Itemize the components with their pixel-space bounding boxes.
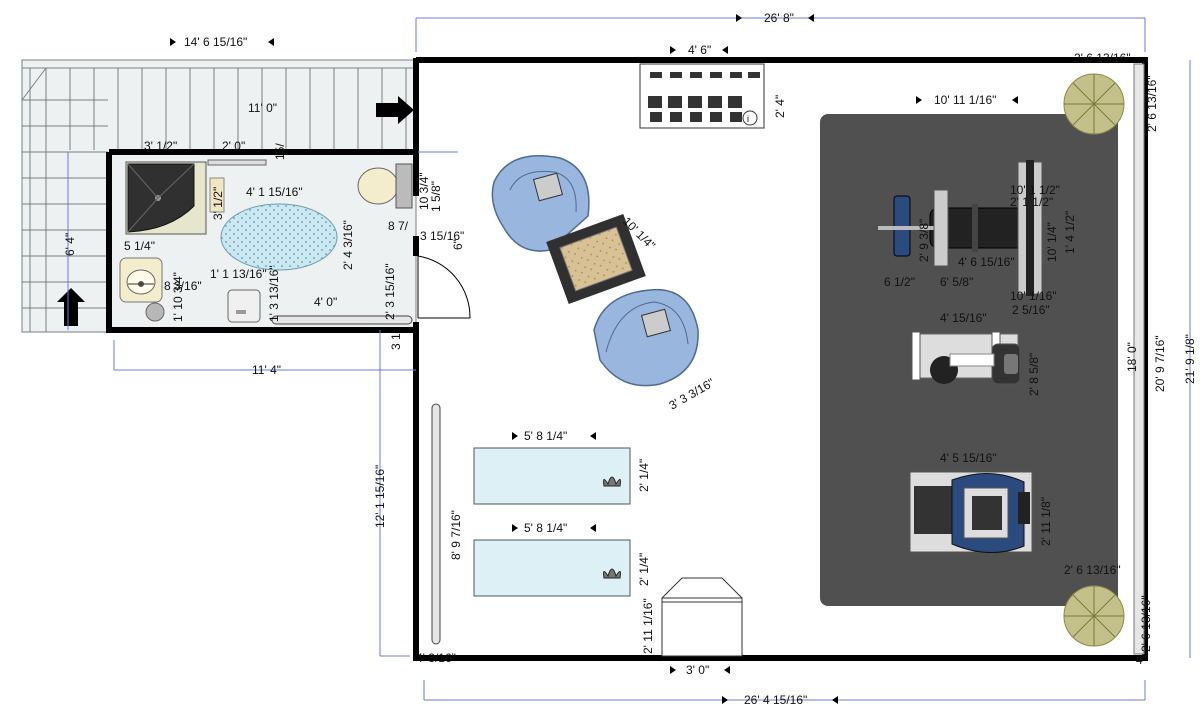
rack-info-icon[interactable]: i	[747, 114, 749, 124]
dim-door-depth: 2' 11 1/16"	[641, 598, 655, 654]
staircase	[21, 59, 417, 333]
bath-rug	[220, 203, 338, 271]
treadmill	[909, 471, 1033, 554]
dim-sink-misc: 1' 10 3/4"	[171, 272, 185, 322]
shower-bench	[209, 177, 225, 213]
dim-toilet: 10 3/4"	[417, 172, 431, 210]
dim-shower-depth: 3' 1/2"	[211, 187, 225, 220]
dim-bath-inner-width: 11' 0"	[248, 101, 277, 115]
dim-sink-depth: 8 3/16"	[164, 279, 202, 293]
dim-yoga-depth-1: 2' 1/4"	[637, 459, 651, 492]
dim-bottom-overall: 26' 4 15/16"	[744, 693, 807, 707]
dim-bench-g: 6' 5/8"	[940, 275, 973, 289]
stair-direction-arrow-up	[57, 288, 85, 326]
exercise-bike	[911, 331, 1021, 385]
dim-vanity-depth: 1' 3 13/16"	[267, 265, 281, 322]
washer-knob	[236, 310, 246, 314]
dim-chair-lower: 3' 3 3/16"	[667, 376, 717, 413]
dim-left-wall: 12' 1 15/16"	[373, 465, 387, 528]
dim-bottom-right-plant: 2' 6 13/16"	[1064, 563, 1121, 577]
stair-direction-arrow-right	[376, 96, 414, 124]
dim-rack-width: 4' 6"	[688, 43, 711, 57]
dim-wall-right-top-v: 2' 6 13/16"	[1145, 75, 1159, 132]
dim-bench-b: 2' 1 1/2"	[1010, 195, 1053, 209]
dim-yoga-span: 8' 9 7/16"	[449, 510, 463, 560]
potted-plant-top	[1063, 73, 1125, 135]
lounge-chair-2	[593, 288, 699, 387]
dumbbell-rack	[639, 63, 765, 129]
dim-bench-i: 2 5/16"	[1012, 303, 1050, 317]
dim-bench-c: 2' 9 3/8"	[917, 219, 931, 262]
dim-right-wall-b: 21' 9 1/8"	[1183, 334, 1197, 384]
dim-bench-a: 10' 1 1/2"	[1010, 183, 1060, 197]
storage-cabinet	[661, 577, 743, 657]
dim-bottom-right-plant-v: 2' 6 13/16"	[1139, 595, 1153, 652]
dim-rug-depth: 2' 4 3/16"	[341, 220, 355, 270]
dimension-guides	[67, 17, 1191, 701]
dim-yoga-length-1: 5' 8 1/4"	[524, 429, 567, 443]
entry-door[interactable]	[417, 255, 471, 319]
waste-bin	[145, 302, 165, 322]
dim-stairs-width: 14' 6 15/16"	[184, 35, 247, 49]
dim-bench-length: 4' 6 15/16"	[958, 255, 1015, 269]
dim-bottom-right-corner: 4"	[1136, 653, 1147, 667]
dim-top-overall: 26' 8"	[764, 11, 794, 25]
sink	[119, 257, 163, 303]
yoga-mat-1	[473, 447, 631, 505]
shower-stall	[125, 161, 207, 235]
dim-bath-seg-a: 3' 1/2"	[144, 139, 177, 153]
yoga-mat-2	[473, 539, 631, 597]
bath-threshold	[271, 315, 413, 325]
walls	[106, 57, 1148, 661]
dim-bath-small: 15/	[273, 143, 287, 160]
dim-bath-seg-b: 2' 0"	[222, 139, 245, 153]
dim-door-gap2: 3 15/16"	[420, 229, 464, 243]
dim-yoga-depth-2: 2' 1/4"	[637, 553, 651, 586]
dim-bench-f: 6 1/2"	[884, 275, 915, 289]
dim-bottom-left-corner: 4' 3/16"	[416, 651, 456, 665]
dim-sink-offset: 5 1/4"	[124, 239, 155, 253]
dim-rack-depth: 2' 4"	[773, 95, 787, 118]
dim-bath-lower: 2' 3 15/16"	[383, 263, 397, 320]
dimension-labels: 26' 8" 14' 6 15/16" 4' 6" 2' 4" 2' 6 13/…	[63, 11, 1197, 707]
dim-stair-depth: 6' 4"	[63, 233, 77, 256]
dim-wall-right-top: 2' 6 13/16"	[1074, 51, 1131, 65]
right-partition-wall	[1133, 63, 1145, 655]
dim-bath-bottom: 11' 4"	[252, 363, 281, 377]
dim-yoga-length-2: 5' 8 1/4"	[524, 521, 567, 535]
dim-toilet-2: 1 5/8"	[429, 181, 443, 212]
washer	[227, 289, 261, 323]
wall-shelf	[431, 403, 441, 645]
dim-mat-width: 10' 11 1/16"	[934, 93, 996, 107]
dim-treadmill-depth: 2' 11 1/8"	[1039, 497, 1053, 546]
dim-bench-h: 10' 1/16"	[1010, 289, 1057, 303]
dim-counter-width: 4' 0"	[314, 295, 337, 309]
dim-bench-e: 1' 4 1/2"	[1063, 211, 1077, 254]
towel-bar	[207, 159, 267, 166]
dim-door-width: 3' 0"	[686, 663, 709, 677]
dim-bike-width: 4' 15/16"	[940, 311, 987, 325]
dim-right-wall-a: 20' 9 7/16"	[1153, 335, 1167, 392]
dim-door-gap: 8 7/	[388, 219, 409, 233]
dim-vanity-width: 1' 1 13/16"	[210, 267, 267, 281]
dim-right-inner: 18' 0"	[1125, 342, 1139, 372]
dim-rug-width: 4' 1 15/16"	[246, 185, 303, 199]
dim-wall-corner: 3 1	[389, 333, 403, 350]
dim-bench-d: 10' 1/4"	[1045, 222, 1059, 262]
toilet	[357, 163, 413, 209]
weight-bench	[878, 160, 1043, 296]
lounge-chair-1	[491, 155, 590, 252]
dim-wall-thick: 6"	[451, 239, 465, 250]
ottoman	[546, 213, 646, 305]
dim-treadmill-width: 4' 5 15/16"	[940, 451, 997, 465]
potted-plant-bottom	[1063, 585, 1125, 647]
dim-bike-depth: 2' 8 5/8"	[1027, 353, 1041, 396]
dimension-arrows	[170, 14, 1018, 704]
